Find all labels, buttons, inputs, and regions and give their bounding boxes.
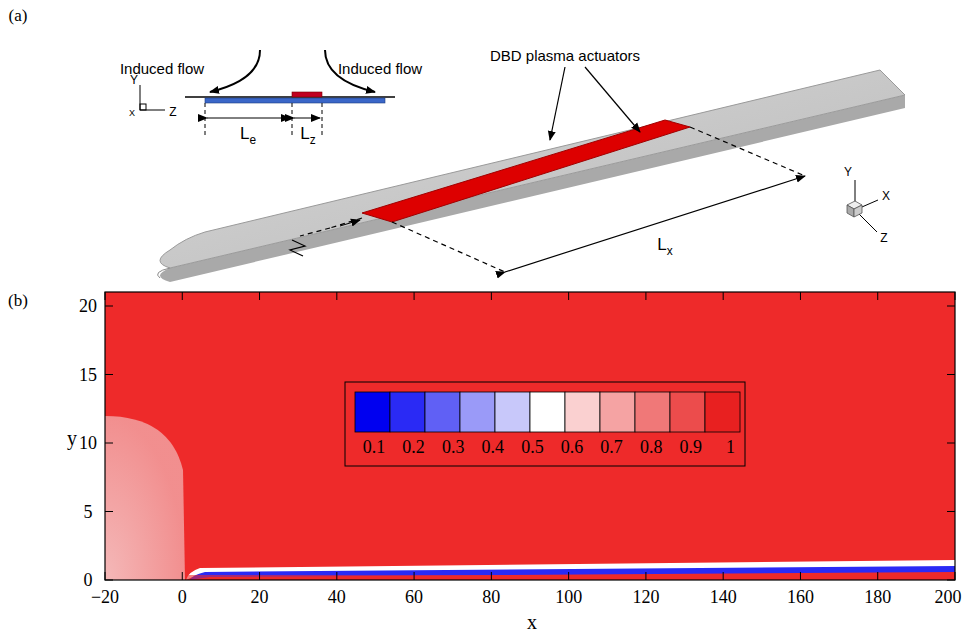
colorbar-label: 0.1	[363, 438, 386, 456]
colorbar-cell	[565, 392, 600, 432]
colorbar-label: 0.7	[600, 438, 623, 456]
axis-tick	[105, 511, 113, 512]
axis-tick	[955, 572, 956, 580]
axis-tick	[800, 292, 801, 300]
colorbar-cell	[495, 392, 530, 432]
tick-label: 0	[178, 588, 187, 606]
panel-label: (a)	[9, 7, 28, 24]
colorbar-label: 0.3	[442, 438, 465, 456]
axis-tick	[955, 292, 956, 300]
axis-label: Z	[169, 106, 176, 118]
axis-tick	[336, 292, 337, 300]
axis-title: x	[527, 612, 537, 632]
dimension-label: Lz	[300, 125, 315, 146]
axis-tick	[491, 572, 492, 580]
axis-label: X	[882, 190, 890, 202]
axis-tick	[800, 572, 801, 580]
colorbar-cell	[425, 392, 460, 432]
axis-tick	[105, 572, 106, 580]
dimension-label: Le	[240, 125, 256, 146]
colorbar-cell	[390, 392, 425, 432]
tick-label: 120	[632, 588, 659, 606]
tick-label: 100	[555, 588, 582, 606]
colorbar-label: 0.6	[561, 438, 584, 456]
axis-label: Y	[130, 74, 138, 86]
colorbar-cell	[600, 392, 635, 432]
colorbar-cell	[670, 392, 705, 432]
axis-tick	[947, 511, 955, 512]
colorbar-cell	[530, 392, 565, 432]
colorbar-cell	[705, 392, 740, 432]
axis-tick	[105, 443, 113, 444]
axis-tick	[259, 572, 260, 580]
tick-label: −20	[91, 588, 119, 606]
axis-tick	[568, 292, 569, 300]
axis-tick	[105, 580, 113, 581]
flow-label: Induced flow	[338, 61, 422, 76]
dimension-label: Lx	[657, 236, 672, 257]
axis-tick	[105, 292, 106, 300]
colorbar-label: 0.5	[521, 438, 544, 456]
axis-tick	[877, 572, 878, 580]
axis-tick	[105, 306, 113, 307]
colorbar-cell	[355, 392, 390, 432]
axis-tick	[491, 292, 492, 300]
panel-label: (b)	[8, 292, 28, 309]
axis-title: y	[67, 428, 77, 448]
axis-tick	[336, 572, 337, 580]
tick-label: 20	[79, 297, 97, 315]
tick-label: 40	[328, 588, 346, 606]
tick-label: 5	[84, 503, 93, 521]
tick-label: 0	[84, 571, 93, 589]
tick-label: 160	[787, 588, 814, 606]
colorbar-label: 0.4	[482, 438, 505, 456]
colorbar-label: 0.2	[402, 438, 425, 456]
axis-tick	[182, 292, 183, 300]
axis-label: Z	[880, 232, 887, 244]
colorbar-label: 0.9	[680, 438, 703, 456]
axis-tick	[645, 572, 646, 580]
tick-label: 60	[405, 588, 423, 606]
axis-tick	[947, 580, 955, 581]
axis-tick	[414, 572, 415, 580]
part-label: DBD plasma actuators	[490, 48, 640, 63]
axis-tick	[645, 292, 646, 300]
tick-label: 15	[79, 366, 97, 384]
tick-label: 140	[710, 588, 737, 606]
axis-tick	[947, 306, 955, 307]
axis-tick	[568, 572, 569, 580]
axis-tick	[947, 374, 955, 375]
axis-label: X	[129, 109, 135, 118]
axis-tick	[723, 292, 724, 300]
tick-label: 180	[864, 588, 891, 606]
axis-tick	[947, 443, 955, 444]
tick-label: 20	[251, 588, 269, 606]
tick-label: 80	[482, 588, 500, 606]
tick-label: 200	[935, 588, 962, 606]
axis-tick	[877, 292, 878, 300]
axis-tick	[259, 292, 260, 300]
colorbar-cell	[460, 392, 495, 432]
axis-tick	[414, 292, 415, 300]
axis-label: Y	[844, 166, 852, 178]
axis-tick	[723, 572, 724, 580]
colorbar-cell	[635, 392, 670, 432]
axis-tick	[105, 374, 113, 375]
tick-label: 10	[79, 434, 97, 452]
colorbar-label: 1	[726, 438, 735, 456]
axis-tick	[182, 572, 183, 580]
colorbar-label: 0.8	[640, 438, 663, 456]
